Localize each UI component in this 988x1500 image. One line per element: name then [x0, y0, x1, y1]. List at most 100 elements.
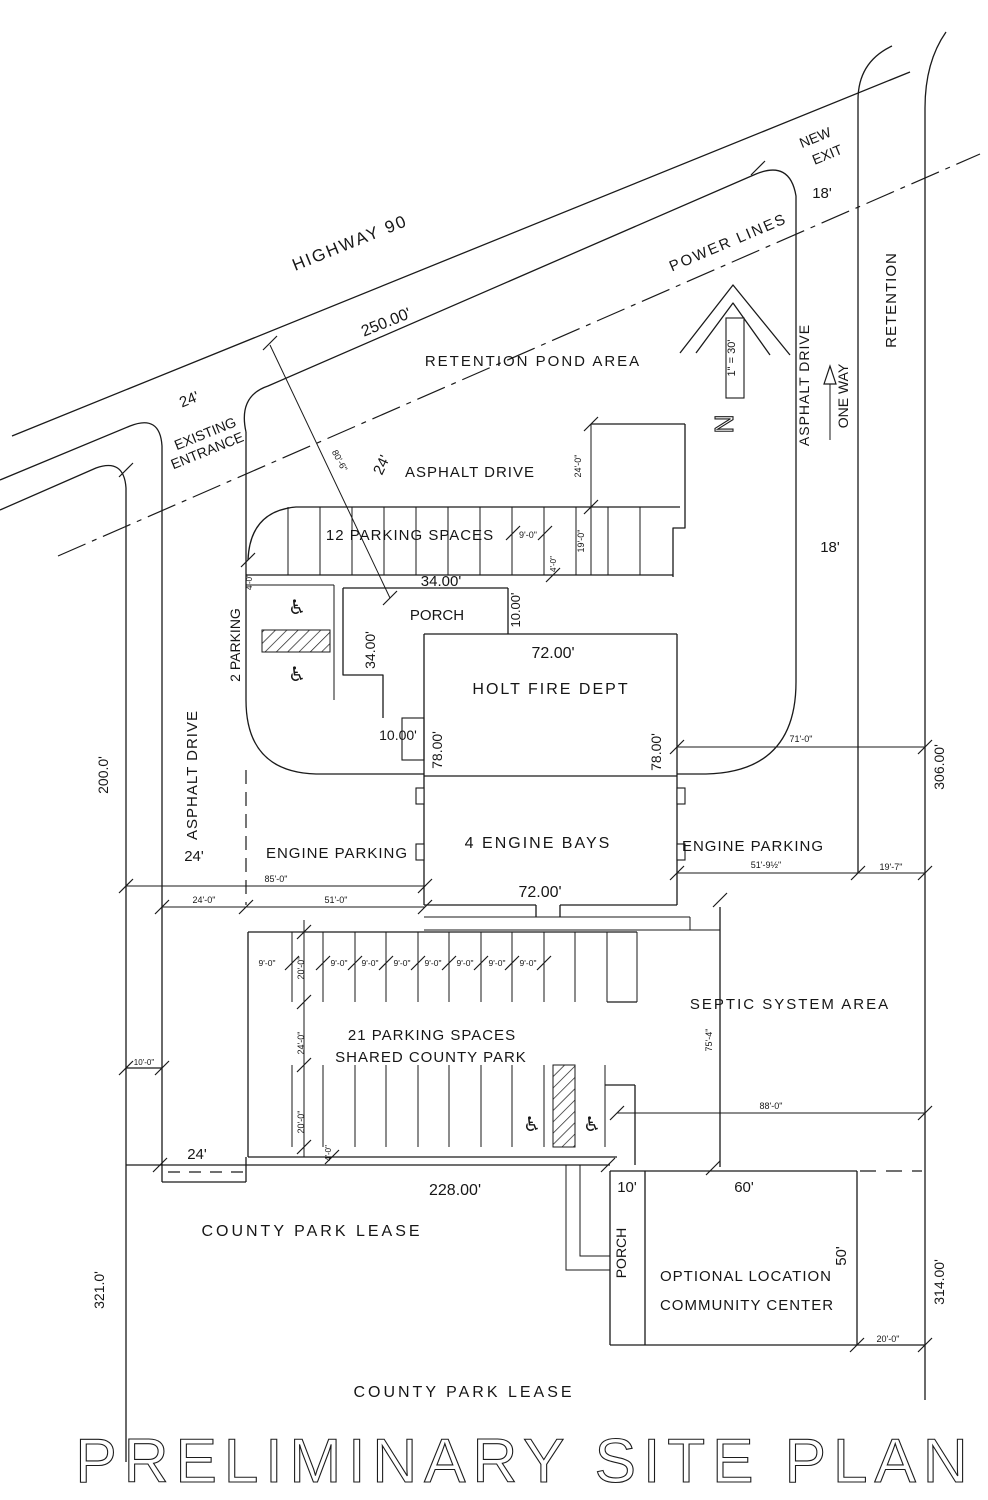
engine-parking-left-label: ENGINE PARKING [266, 845, 408, 862]
asphalt-drive-left-label: ASPHALT DRIVE [184, 710, 201, 840]
engine-parking-right-label: ENGINE PARKING [682, 838, 824, 855]
west-property-boundary [0, 464, 127, 1462]
parking21-label-line1: 21 PARKING SPACES [348, 1027, 516, 1044]
highway-label: HIGHWAY 90 [290, 211, 411, 275]
bay-door-jamb [415, 787, 425, 805]
dim-9-0-row: 9'-0" [259, 958, 276, 968]
wheelchair-icon: ♿ [523, 1114, 541, 1136]
dim-50: 50' [833, 1246, 850, 1266]
parking12-stall-lines [287, 424, 641, 575]
porch-outline [342, 587, 509, 718]
dim-10-vertical: 10.00' [508, 592, 523, 627]
dim-9-0-upper-row: 9'-0" [519, 530, 537, 540]
dim-9-0-row: 9'-0" [489, 958, 506, 968]
asphalt-drive-top-label: ASPHALT DRIVE [405, 464, 535, 481]
asphalt-drive-right-label: ASPHALT DRIVE [796, 324, 812, 446]
highway-south-edge-west [0, 422, 163, 1182]
hc-hatch-strip-upper [261, 629, 331, 653]
parking21-stall-lines [291, 920, 638, 1157]
dim-18-top: 18' [812, 185, 832, 202]
wheelchair-icon: ♿ [288, 597, 306, 619]
retention-pond-label: RETENTION POND AREA [425, 353, 641, 370]
dim-51-0-chain: 51'-0" [325, 895, 348, 905]
community-steps [565, 1165, 610, 1271]
dim-228: 228.00' [429, 1182, 481, 1199]
dim-72-top: 72.00' [531, 645, 574, 662]
dimension-ticks [118, 160, 933, 1353]
parking2-label: 2 PARKING [227, 608, 243, 682]
dim-24-drive-top: 24' [370, 453, 394, 478]
dim-321: 321.0' [91, 1271, 107, 1309]
dim-10-community-porch: 10' [617, 1179, 637, 1196]
dim-20-0-upper: 20'-0" [296, 957, 306, 980]
dim-78-left: 78.00' [429, 731, 445, 769]
dim-60: 60' [734, 1179, 754, 1196]
dim-9-0-row: 9'-0" [457, 958, 474, 968]
north-arrow-icon [679, 284, 791, 399]
power-line [57, 153, 981, 557]
dim-24-left-drive: 24' [184, 848, 204, 865]
bay-door-jamb [415, 843, 425, 861]
oneway-drive-east-edge [857, 45, 893, 873]
dim-10-stoop: 10.00' [379, 727, 417, 743]
dim-24-0-aisle: 24'-0" [296, 1032, 306, 1055]
dim-10-0: 10'-0" [134, 1058, 155, 1067]
parking21-outline [126, 931, 637, 1183]
dim-20-0-lower: 20'-0" [296, 1111, 306, 1134]
community-porch-label: PORCH [613, 1228, 629, 1279]
parking21-label-line2: SHARED COUNTY PARK [335, 1049, 527, 1066]
dim-34-vertical: 34.00' [362, 631, 378, 669]
community-label-line2: COMMUNITY CENTER [660, 1297, 834, 1314]
bay-door-jamb [676, 843, 686, 861]
fire-dept-label: HOLT FIRE DEPT [472, 681, 629, 698]
dim-9-0-row: 9'-0" [520, 958, 537, 968]
north-scale-label: 1" = 30' [726, 340, 738, 377]
dim-18-mid: 18' [820, 539, 840, 556]
dim-306: 306.00' [931, 744, 947, 790]
dim-9-0-row: 9'-0" [425, 958, 442, 968]
dim-9-0-row: 9'-0" [331, 958, 348, 968]
one-way-arrow-icon [823, 364, 837, 440]
engine-bays-label: 4 ENGINE BAYS [465, 835, 612, 852]
existing-entrance-width: 24' [177, 388, 202, 411]
wheelchair-icon: ♿ [583, 1114, 601, 1136]
survey-line-80-6 [269, 344, 391, 599]
dim-4-0-lower: 4'-0" [324, 1145, 333, 1161]
sheet-title: PRELIMINARY SITE PLAN [75, 1427, 974, 1496]
porch-label: PORCH [410, 607, 464, 624]
dim-80-6: 80'-6" [330, 448, 350, 473]
dim-34-horizontal: 34.00' [421, 573, 462, 590]
dim-200: 200.0' [95, 756, 111, 794]
dim-24-0-chain: 24'-0" [193, 895, 216, 905]
north-letter: N [709, 415, 739, 434]
highway-south-edge-east-oneway-drive [243, 169, 797, 775]
fire-dept-building [423, 633, 678, 917]
sidewalk-lines [424, 916, 720, 931]
dim-20-0-community: 20'-0" [877, 1334, 900, 1344]
county-lease-label-1: COUNTY PARK LEASE [201, 1223, 422, 1240]
county-lease-label-2: COUNTY PARK LEASE [353, 1384, 574, 1401]
power-lines-label: POWER LINES [667, 210, 790, 275]
dim-19-7: 19'-7" [880, 862, 903, 872]
dim-85-0: 85'-0" [265, 874, 288, 884]
septic-label: SEPTIC SYSTEM AREA [690, 996, 890, 1013]
dim-9-0-row: 9'-0" [394, 958, 411, 968]
bay-door-jamb [676, 787, 686, 805]
dim-4-0-walk-right: 4'-0" [549, 556, 558, 572]
dim-314: 314.00' [931, 1259, 947, 1305]
dim-88-0: 88'-0" [760, 1101, 783, 1111]
hc-hatch-strip-lower [552, 1064, 576, 1148]
dim-19-0-stall: 19'-0" [576, 530, 586, 553]
parking12-outline [245, 423, 686, 775]
east-property-boundary [924, 31, 947, 1400]
one-way-label: ONE WAY [835, 363, 851, 428]
dim-24-0-drive-jog: 24'-0" [573, 455, 583, 478]
parking12-label: 12 PARKING SPACES [326, 527, 494, 544]
dim-4-0-walk-left: 4'-0" [245, 574, 254, 590]
highway-north-edge [11, 71, 911, 437]
dim-78-right: 78.00' [648, 733, 664, 771]
community-center-outline [609, 1170, 925, 1346]
dim-9-0-row: 9'-0" [362, 958, 379, 968]
